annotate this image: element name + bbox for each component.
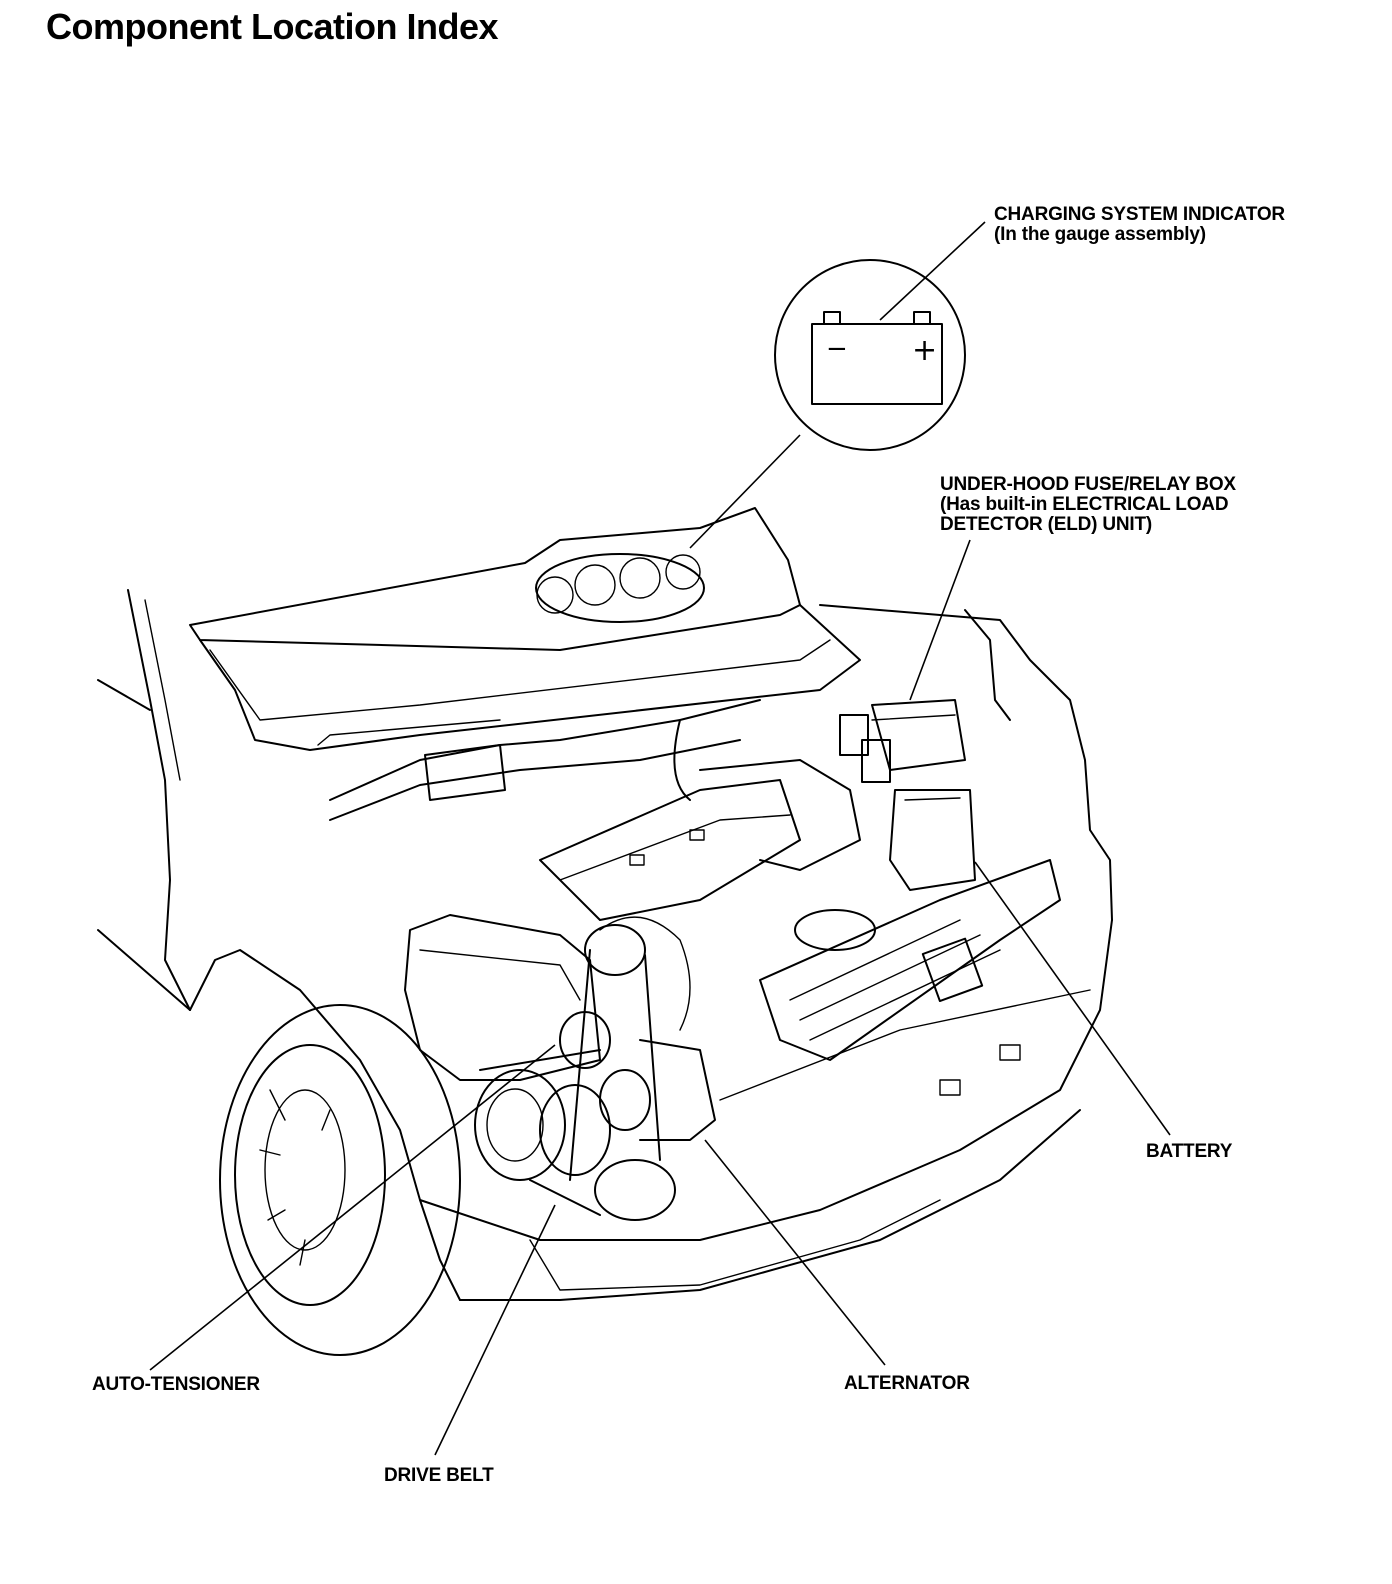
label-fuse-line3: DETECTOR (ELD) UNIT) xyxy=(940,514,1153,535)
inset-circle xyxy=(774,259,966,451)
label-under-hood-fuse-relay-box: UNDER-HOOD FUSE/RELAY BOX (Has built-in … xyxy=(940,475,1236,535)
charging-indicator-inset: − + xyxy=(774,259,966,451)
leader-auto-tensioner xyxy=(149,1044,556,1371)
leader-drive-belt xyxy=(434,1204,556,1456)
label-charging-line1: CHARGING SYSTEM INDICATOR xyxy=(994,204,1285,225)
label-alternator: ALTERNATOR xyxy=(844,1373,970,1394)
page-title: Component Location Index xyxy=(46,6,499,47)
leader-charging-indicator xyxy=(879,221,986,321)
minus-sign: − xyxy=(826,334,848,364)
leader-battery xyxy=(974,861,1171,1136)
leader-inset-to-gauge xyxy=(689,434,801,549)
engine-components xyxy=(329,699,976,1221)
tensioner-pulley xyxy=(559,1011,611,1069)
leader-lines xyxy=(149,221,1171,1456)
lower-pulley xyxy=(594,1159,676,1221)
vehicle-body-lines xyxy=(97,507,1113,1356)
label-drive-belt: DRIVE BELT xyxy=(384,1465,494,1486)
leader-fuse-box xyxy=(909,539,971,701)
battery-symbol-icon xyxy=(811,323,943,405)
label-charging-system-indicator: CHARGING SYSTEM INDICATOR (In the gauge … xyxy=(994,205,1285,245)
fuse-relay-box xyxy=(871,699,966,771)
leader-alternator xyxy=(704,1139,886,1366)
label-fuse-line2: (Has built-in ELECTRICAL LOAD xyxy=(940,494,1229,515)
label-auto-tensioner: AUTO-TENSIONER xyxy=(92,1374,260,1395)
crank-pulley xyxy=(474,1069,566,1181)
plus-sign: + xyxy=(912,333,937,368)
label-battery: BATTERY xyxy=(1146,1141,1233,1162)
label-fuse-line1: UNDER-HOOD FUSE/RELAY BOX xyxy=(940,474,1236,495)
label-charging-line2: (In the gauge assembly) xyxy=(994,224,1206,245)
battery-unit xyxy=(889,789,976,891)
